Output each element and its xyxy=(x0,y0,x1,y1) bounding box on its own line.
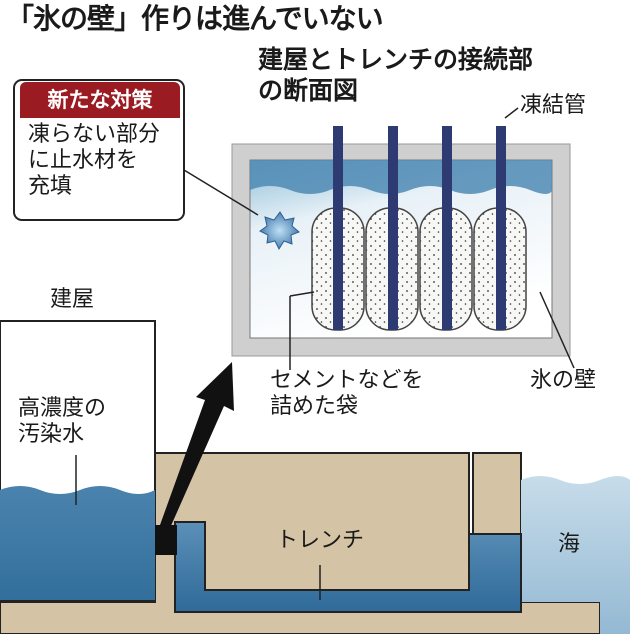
page-title: 「氷の壁」作りは進んでいない xyxy=(6,2,384,35)
sea-label: 海 xyxy=(558,532,581,557)
bags-label: セメントなどを 詰めた袋 xyxy=(270,368,424,419)
freeze-pipe-label: 凍結管 xyxy=(520,93,587,118)
contaminated-water-label: 高濃度の 汚染水 xyxy=(18,396,107,447)
callout-arrow xyxy=(160,362,234,528)
icewall-leader xyxy=(539,291,575,369)
freeze-pipes xyxy=(333,126,506,330)
callout-badge: 新たな対策 xyxy=(20,82,180,118)
ice-wall-label: 氷の壁 xyxy=(530,368,597,393)
callout-leader xyxy=(183,169,259,216)
freeze-pipe xyxy=(496,126,506,330)
callout-text: 凍らない部分 に止水材を 充填 xyxy=(28,122,161,199)
freeze-pipe xyxy=(333,126,343,330)
trench-connection-plug xyxy=(155,525,177,555)
trench-water xyxy=(174,521,522,613)
section-water-surface xyxy=(250,160,552,194)
freeze-pipe xyxy=(388,126,398,330)
freeze-pipe-leader xyxy=(504,107,519,119)
freeze-pipe xyxy=(442,126,452,330)
section-title: 建屋とトレンチの接続部 の断面図 xyxy=(258,45,534,105)
building-water xyxy=(0,486,155,600)
sealant-star-icon xyxy=(259,211,300,251)
bags-leader-end xyxy=(289,291,315,297)
sea-water xyxy=(521,476,630,634)
building-label: 建屋 xyxy=(50,287,95,312)
trench-label: トレンチ xyxy=(276,528,365,553)
